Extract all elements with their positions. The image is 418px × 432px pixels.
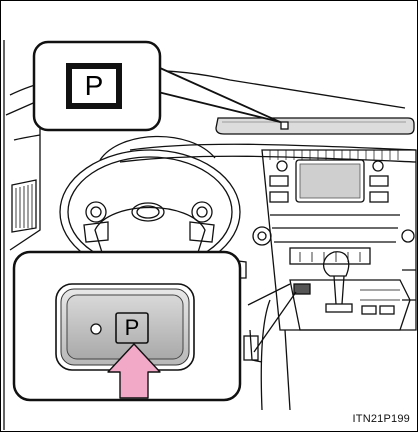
indicator-location-marker bbox=[281, 122, 288, 129]
indicator-symbol-text: P bbox=[85, 72, 104, 100]
switch-symbol-text: P bbox=[125, 317, 140, 339]
parking-brake-indicator-icon: P bbox=[66, 63, 122, 109]
parking-brake-switch[interactable]: P bbox=[116, 313, 148, 343]
figure-code: ITN21P199 bbox=[353, 413, 410, 425]
indicator-lamp bbox=[91, 324, 101, 334]
